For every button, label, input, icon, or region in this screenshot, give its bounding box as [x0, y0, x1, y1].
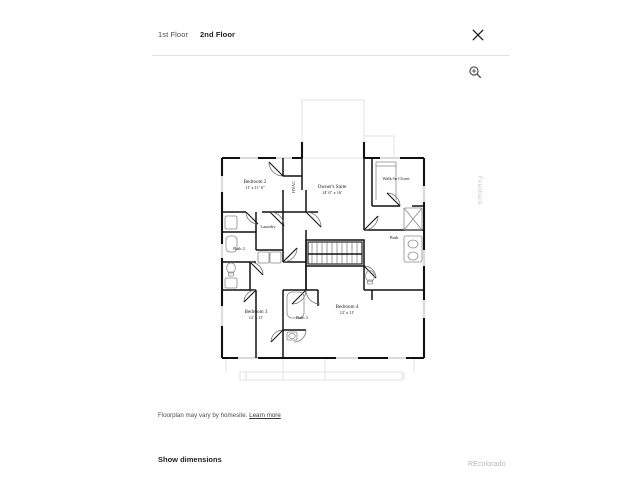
staircase: [307, 241, 363, 265]
room-dim-bedroom-3: 12' x 11': [249, 315, 264, 320]
room-label-bedroom-2: Bedroom 2: [244, 179, 267, 185]
room-label-bath-2: Bath 2: [233, 246, 245, 251]
room-dim-bedroom-2: 11' x 11' 6": [245, 185, 265, 190]
show-dimensions-toggle[interactable]: Show dimensions: [158, 455, 222, 464]
fixtures: [224, 161, 423, 341]
room-dim-bedroom-4: 12' x 11': [340, 310, 355, 315]
header-divider: [152, 55, 510, 56]
room-label-walk-in-closet: Walk-In Closet: [382, 176, 410, 181]
room-labels: Bedroom 2 11' x 11' 6" HVAC Owner's Suit…: [233, 176, 410, 320]
room-label-owners-suite: Owner's Suite: [318, 184, 347, 190]
learn-more-link[interactable]: Learn more: [249, 412, 281, 419]
door-swings: [243, 161, 401, 343]
magnifier-plus-icon[interactable]: [468, 65, 482, 79]
close-icon[interactable]: [471, 28, 485, 42]
room-label-laundry: Laundry: [260, 224, 276, 229]
window-sills: [221, 157, 425, 359]
tab-2nd-floor[interactable]: 2nd Floor: [200, 30, 236, 39]
room-label-bedroom-3: Bedroom 3: [245, 309, 268, 315]
room-dim-owners-suite: 14' 6" x 16': [322, 190, 342, 195]
room-label-bath: Bath: [390, 235, 399, 240]
floorplan-canvas[interactable]: Bedroom 2 11' x 11' 6" HVAC Owner's Suit…: [150, 85, 490, 395]
floor-tab-bar: 1st Floor 2nd Floor: [0, 0, 640, 55]
floorplan-disclaimer: Floorplan may vary by homesite. Learn mo…: [158, 412, 281, 419]
room-label-hvac: HVAC: [291, 181, 296, 193]
recolorado-watermark: REcolorado: [468, 461, 506, 468]
room-label-bath-3: Bath 3: [296, 315, 309, 320]
disclaimer-text: Floorplan may vary by homesite.: [158, 412, 248, 419]
floorplan-drawing: Bedroom 2 11' x 11' 6" HVAC Owner's Suit…: [220, 99, 426, 381]
tab-1st-floor[interactable]: 1st Floor: [158, 30, 189, 39]
room-label-bedroom-4: Bedroom 4: [336, 304, 359, 310]
feedback-tab[interactable]: Feedback: [476, 176, 482, 205]
interior-walls: [222, 158, 424, 358]
